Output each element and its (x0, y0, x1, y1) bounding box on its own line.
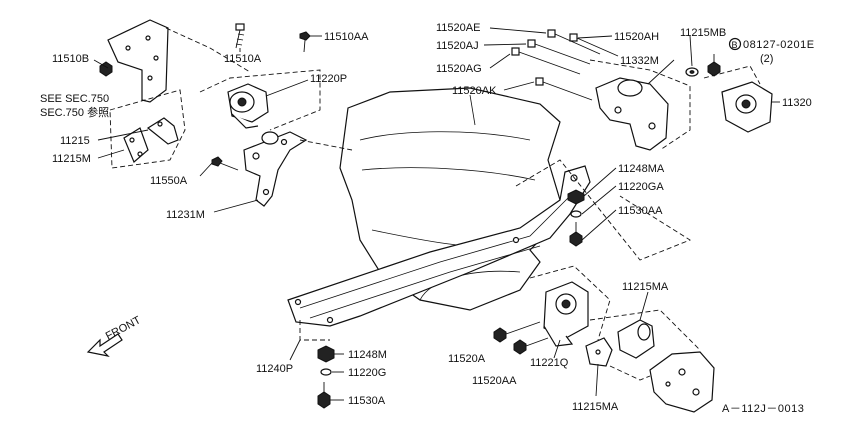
label-11520ak: 11520AK (452, 85, 497, 97)
bolt-11520ah (569, 33, 619, 57)
pad-11215m (109, 89, 186, 169)
label-11530aa: 11530AA (618, 205, 663, 217)
bracket-11231m (243, 131, 353, 207)
bracket-11332m (589, 59, 691, 151)
washer-11220ga (570, 210, 582, 218)
label-11215ma-top: 11215MA (622, 281, 669, 293)
diagram-code: A－112J－0013 (722, 403, 804, 415)
label-11215m: 11215M (52, 153, 91, 165)
nut-11248m (317, 345, 335, 363)
bolt-11530aa (569, 222, 583, 247)
svg-text:B: B (732, 40, 738, 50)
bolt-11550a (211, 156, 239, 171)
label-11248m: 11248M (348, 349, 387, 361)
bolt-11520ag (511, 47, 581, 75)
mount-11221q (529, 265, 611, 347)
bolt-11510a (235, 23, 245, 49)
bushing-11215ma-bottom (585, 337, 613, 367)
label-11520ah: 11520AH (614, 31, 659, 43)
label-11332m: 11332M (620, 55, 659, 67)
label-11510b: 11510B (52, 53, 89, 65)
circled-b-icon: B (728, 37, 742, 51)
label-08127-qty: (2) (760, 53, 773, 65)
label-11520aj: 11520AJ (436, 40, 479, 52)
label-11520ag: 11520AG (436, 63, 482, 75)
label-08127-0201e: 08127-0201E (743, 39, 815, 51)
label-11510a: 11510A (224, 53, 262, 65)
label-11220g: 11220G (348, 367, 386, 379)
label-11215mb: 11215MB (680, 27, 726, 39)
label-11240p: 11240P (256, 363, 293, 375)
label-11220p: 11220P (310, 73, 347, 85)
bushing-11215ma-top (589, 309, 701, 359)
bolt-11520aj (527, 39, 591, 65)
front-label: FRONT (104, 314, 143, 343)
label-11215ma-bottom: 11215MA (572, 401, 619, 413)
label-11510aa: 11510AA (324, 31, 369, 43)
label-11320: 11320 (782, 97, 812, 109)
washer-11220g (320, 368, 332, 376)
label-sec750-ref: SEC.750 参照 (40, 105, 109, 119)
label-11550a: 11550A (150, 175, 188, 187)
label-11231m: 11231M (166, 209, 205, 221)
bracket-bottom-right (609, 351, 715, 413)
bolt-11520aa (513, 337, 549, 355)
leader-lines (93, 27, 780, 401)
mount-11320 (703, 65, 773, 133)
bolt-11520ak (535, 77, 593, 101)
label-11520ae: 11520AE (436, 22, 480, 34)
label-11220ga: 11220GA (618, 181, 664, 193)
pad-11215 (146, 117, 179, 145)
label-11221q: 11221Q (530, 357, 569, 369)
bolt-11520ae (547, 29, 601, 55)
bolt-11520a (493, 321, 541, 343)
bracket-sec750 (107, 19, 251, 103)
nut-08127 (707, 54, 721, 77)
nut-11248ma (567, 189, 585, 205)
label-11520a: 11520A (448, 353, 486, 365)
mount-11220p (199, 69, 321, 131)
front-arrow-icon (86, 333, 123, 357)
label-11520aa: 11520AA (472, 375, 517, 387)
washer-11215mb (685, 67, 699, 77)
bolt-11530a (317, 382, 331, 409)
label-11215: 11215 (60, 135, 90, 147)
bolt-11510aa (299, 31, 311, 53)
label-see-sec750: SEE SEC.750 (40, 93, 109, 105)
label-11248ma: 11248MA (618, 163, 665, 175)
label-11530a: 11530A (348, 395, 386, 407)
